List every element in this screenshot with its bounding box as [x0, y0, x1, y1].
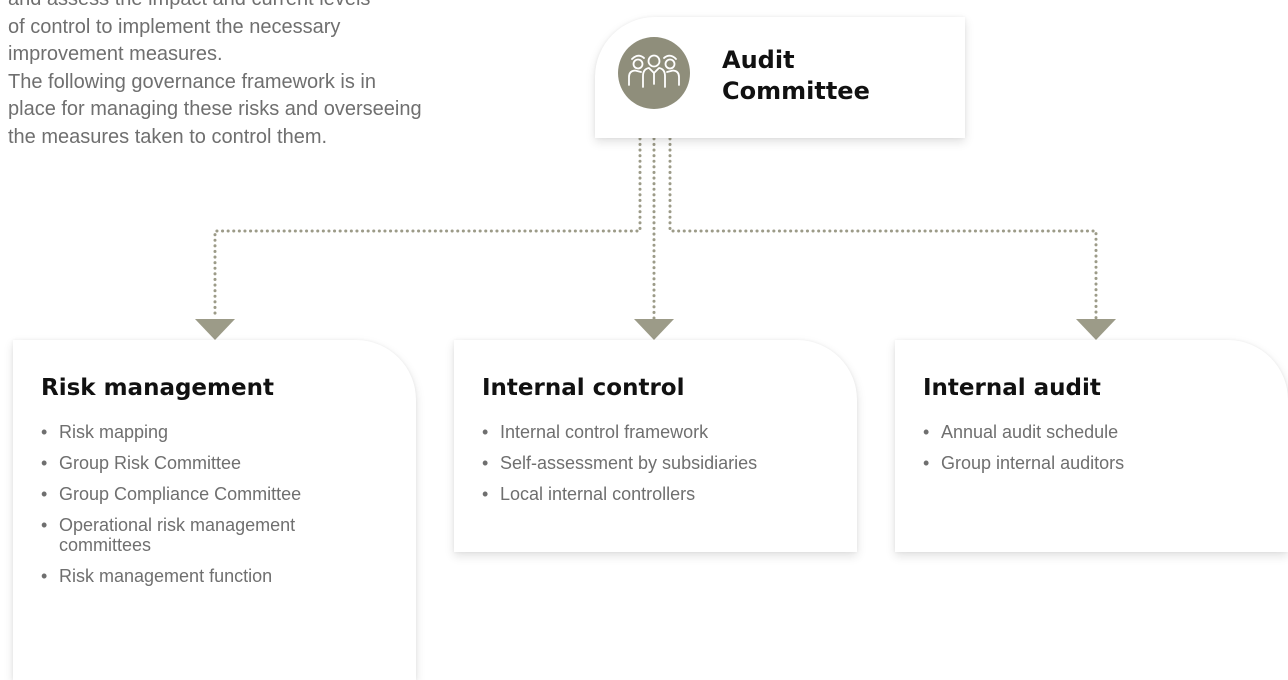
people-group-icon — [618, 37, 690, 109]
connector-right — [668, 120, 1098, 320]
arrow-right — [1076, 319, 1116, 340]
list-item: Group internal auditors — [923, 453, 1253, 473]
intro-line: The following governance framework is in — [8, 70, 376, 93]
intro-line: of control to implement the necessary — [8, 15, 341, 38]
card-title: Risk management — [41, 375, 274, 401]
card-title: Internal audit — [923, 375, 1101, 401]
internal-audit-card: Internal audit Annual audit schedule Gro… — [895, 340, 1288, 552]
list-item: Risk management function — [41, 566, 371, 586]
card-title: Internal control — [482, 375, 685, 401]
intro-line: the measures taken to control them. — [8, 125, 328, 148]
list-item: Annual audit schedule — [923, 422, 1253, 442]
card-list: Internal control framework Self-assessme… — [482, 422, 812, 515]
list-item: Self-assessment by subsidiaries — [482, 453, 812, 473]
connector-left — [213, 120, 642, 320]
intro-line: and assess the impact and current levels — [8, 0, 528, 14]
list-item: Group Compliance Committee — [41, 484, 371, 504]
arrow-left — [195, 319, 235, 340]
card-list: Risk mapping Group Risk Committee Group … — [41, 422, 371, 597]
card-list: Annual audit schedule Group internal aud… — [923, 422, 1253, 484]
risk-management-card: Risk management Risk mapping Group Risk … — [13, 340, 416, 680]
internal-control-card: Internal control Internal control framew… — [454, 340, 857, 552]
list-item: Internal control framework — [482, 422, 812, 442]
list-item: Local internal controllers — [482, 484, 812, 504]
intro-text: and assess the impact and current levels… — [8, 0, 528, 151]
arrow-center — [634, 319, 674, 340]
list-item: Operational risk management committees — [41, 515, 371, 555]
audit-committee-box: Audit Committee — [595, 17, 965, 138]
audit-committee-title: Audit Committee — [722, 46, 870, 105]
intro-line: improvement measures. — [8, 43, 223, 65]
list-item: Risk mapping — [41, 422, 371, 442]
list-item: Group Risk Committee — [41, 453, 371, 473]
intro-line: place for managing these risks and overs… — [8, 98, 422, 120]
